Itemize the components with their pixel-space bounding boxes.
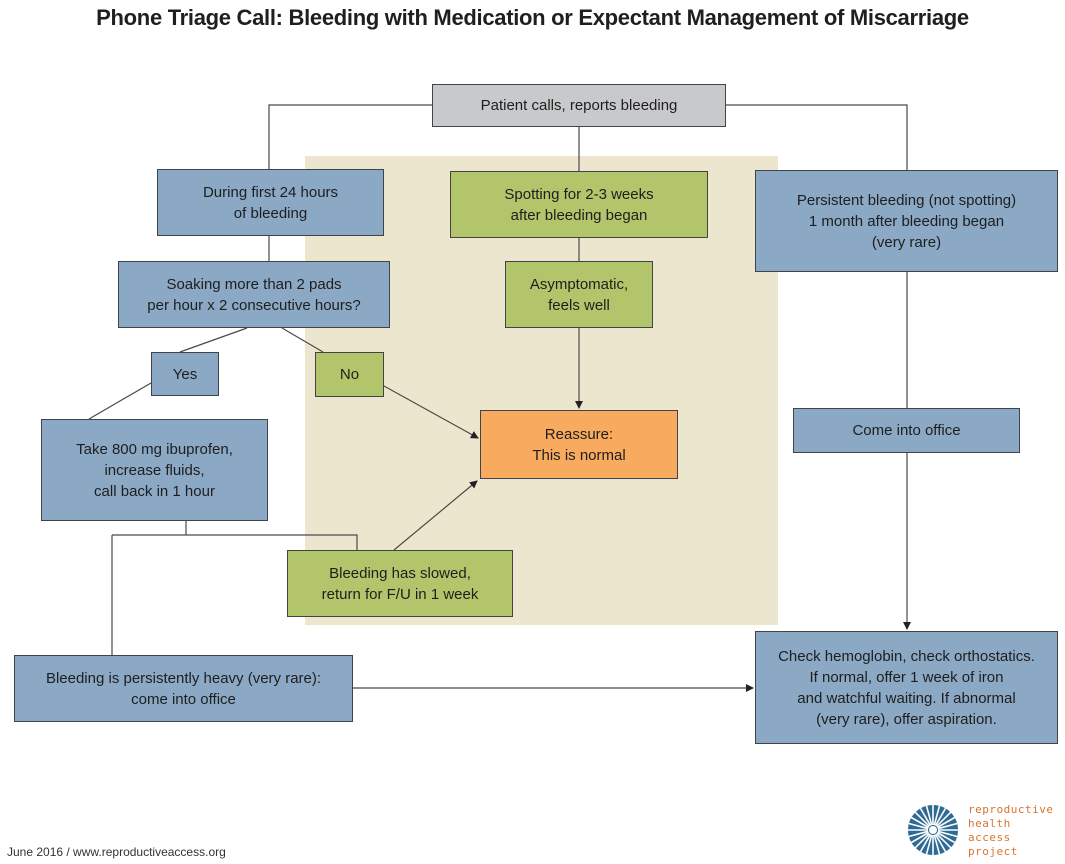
node-label: Bleeding has slowed, return for F/U in 1… [321,564,479,603]
logo-ray [910,831,930,844]
node-label: Patient calls, reports bleeding [480,97,678,114]
node-yes: Yes [151,352,219,396]
logo-ray [925,834,933,855]
node-label: Asymptomatic, feels well [529,275,629,314]
node-spotting: Spotting for 2-3 weeks after bleeding be… [450,171,708,238]
edge-no-to-reassure [383,385,479,439]
logo-ray [908,822,929,830]
logo-text: reproductive health access project [968,803,1053,859]
node-ibuprofen: Take 800 mg ibuprofen, increase fluids, … [41,419,268,521]
node-label: Bleeding is persistently heavy (very rar… [45,669,322,708]
node-label: Reassure: This is normal [532,425,626,464]
logo-ray [919,807,932,827]
edge-patient-to-first24 [268,104,432,169]
node-come-into-office: Come into office [793,408,1020,453]
node-label: Soaking more than 2 pads per hour x 2 co… [147,275,361,314]
edge-yes-to-ibuprofen [88,382,152,420]
node-asymptomatic: Asymptomatic, feels well [505,261,653,328]
logo-line: reproductive [968,803,1054,816]
node-label: No [339,366,360,383]
logo-ray [933,805,941,826]
logo-ray [934,833,947,853]
edge-ibuprofen-to-slowed [112,534,358,550]
logo-ray [908,830,929,838]
logo-ray [936,831,956,844]
logo-ray [925,805,933,826]
node-label: Check hemoglobin, check orthostatics. If… [778,647,1035,728]
node-check-hemoglobin: Check hemoglobin, check orthostatics. If… [755,631,1058,744]
node-no: No [315,352,384,397]
node-first-24-hours: During first 24 hours of bleeding [157,169,384,236]
logo-ray [933,834,941,855]
logo-ray [914,811,931,828]
node-label: Spotting for 2-3 weeks after bleeding be… [504,185,654,224]
node-label: Come into office [852,422,961,439]
node-soaking-question: Soaking more than 2 pads per hour x 2 co… [118,261,390,328]
logo-ray [935,811,952,828]
page-title: Phone Triage Call: Bleeding with Medicat… [96,5,969,30]
node-label: Yes [172,365,198,383]
node-persistently-heavy: Bleeding is persistently heavy (very rar… [14,655,353,722]
node-label: Take 800 mg ibuprofen, increase fluids, … [76,440,233,500]
logo-ray [910,816,930,829]
node-persistent-bleeding: Persistent bleeding (not spotting) 1 mon… [755,170,1058,272]
edge-soaking-to-no [281,327,324,353]
node-bleeding-slowed: Bleeding has slowed, return for F/U in 1… [287,550,513,617]
edge-soaking-to-yes [179,327,248,353]
logo-ray [936,816,956,829]
logo-ray [935,832,952,849]
footer-text: June 2016 / www.reproductiveaccess.org [7,845,226,859]
sunburst-logo-icon [908,805,958,855]
node-patient-calls: Patient calls, reports bleeding [432,84,726,127]
logo-ray [937,822,958,830]
logo-ray [919,833,932,853]
edge-slowed-to-reassure [393,480,478,551]
node-reassure: Reassure: This is normal [480,410,678,479]
logo-ray [914,832,931,849]
logo-ray [937,830,958,838]
logo-line: access [968,831,1011,844]
node-label: Persistent bleeding (not spotting) 1 mon… [796,191,1017,251]
node-label: During first 24 hours of bleeding [202,183,339,222]
edge-patient-to-persistent [726,104,908,170]
logo-ray [934,807,947,827]
logo-line: project [968,845,1018,858]
logo-line: health [968,817,1011,830]
